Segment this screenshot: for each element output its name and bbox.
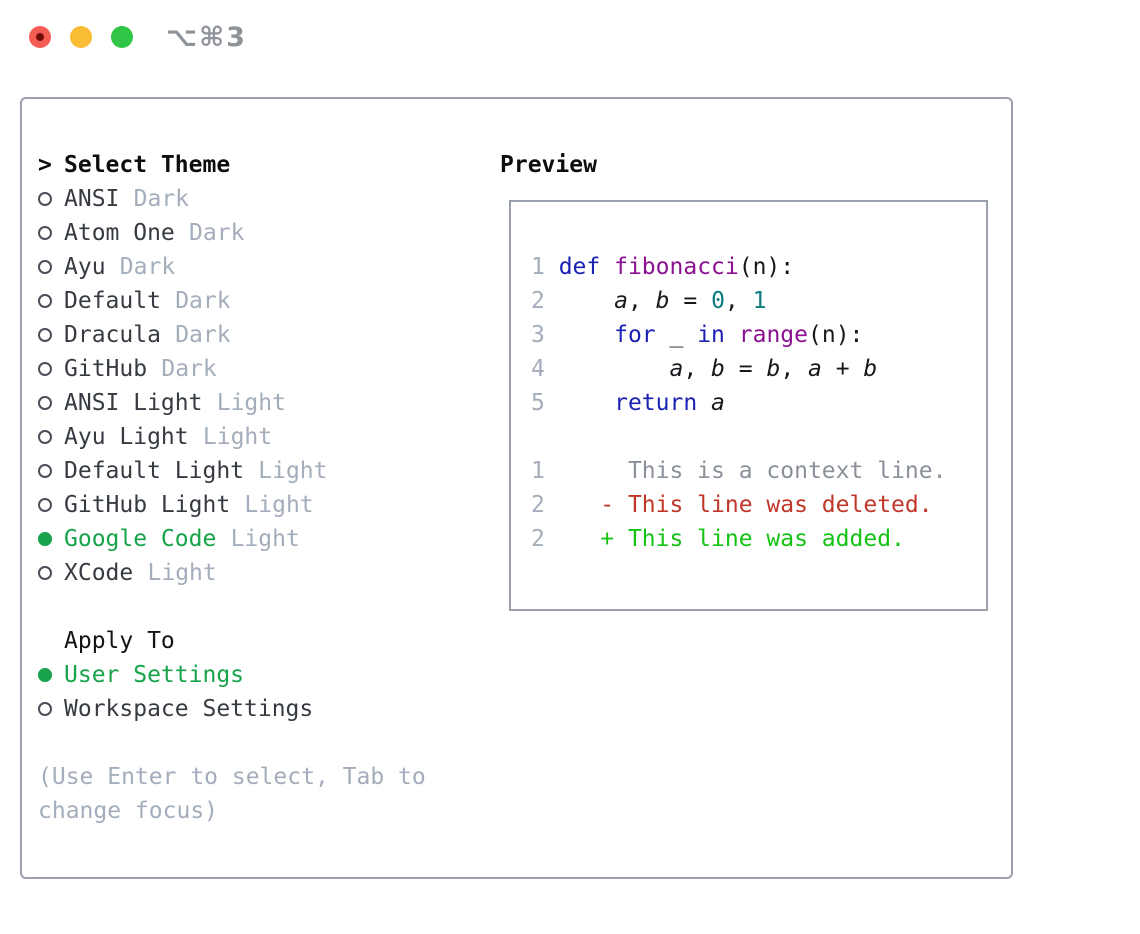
code-diff-gap: [531, 420, 986, 454]
theme-option-label: Ayu: [64, 254, 106, 280]
apply-to-option[interactable]: User Settings: [38, 658, 478, 692]
line-number: 1: [531, 458, 559, 484]
radio-icon[interactable]: [38, 702, 64, 716]
help-text: (Use Enter to select, Tab to change focu…: [38, 764, 426, 824]
minimize-button[interactable]: [70, 26, 92, 48]
theme-variant-label: Light: [202, 424, 273, 450]
close-button[interactable]: [29, 26, 51, 48]
apply-to-option-label: Workspace Settings: [64, 696, 314, 722]
theme-option-label: Dracula: [64, 322, 161, 348]
apply-to-option[interactable]: Workspace Settings: [38, 692, 478, 726]
theme-option[interactable]: Default Dark: [38, 284, 478, 318]
theme-option[interactable]: Ayu Light Light: [38, 420, 478, 454]
window-shortcut-label: ⌥⌘3: [166, 22, 247, 53]
line-number: 2: [531, 288, 559, 314]
theme-option-label: ANSI Light: [64, 390, 203, 416]
line-number: 5: [531, 390, 559, 416]
theme-option-label: Default Light: [64, 458, 245, 484]
preview-box: 1 def fibonacci(n): 2 a, b = 0, 1 3 for _ …: [509, 200, 988, 611]
diff-line: 1 This is a context line.: [531, 458, 947, 484]
code-line: 5 return a: [531, 390, 725, 416]
theme-option[interactable]: GitHub Light Light: [38, 488, 478, 522]
preview-title: Preview: [500, 152, 597, 178]
diff-line: 2 - This line was deleted.: [531, 492, 933, 518]
theme-option-label: Default: [64, 288, 161, 314]
focus-marker: >: [38, 152, 52, 178]
theme-option-label: XCode: [64, 560, 134, 586]
radio-icon[interactable]: [38, 362, 64, 376]
radio-icon[interactable]: [38, 226, 64, 240]
line-number: 3: [531, 322, 559, 348]
code-line: 1 def fibonacci(n):: [531, 254, 795, 280]
select-theme-title: Select Theme: [64, 152, 231, 178]
code-preview: 1 def fibonacci(n): 2 a, b = 0, 1 3 for _ …: [511, 202, 986, 556]
theme-option[interactable]: Atom One Dark: [38, 216, 478, 250]
theme-variant-label: Dark: [119, 254, 176, 280]
line-number: 2: [531, 526, 559, 552]
theme-option[interactable]: Default Light Light: [38, 454, 478, 488]
radio-icon[interactable]: [38, 430, 64, 444]
section-gap: [38, 726, 478, 760]
theme-option[interactable]: GitHub Dark: [38, 352, 478, 386]
theme-option[interactable]: XCode Light: [38, 556, 478, 590]
theme-variant-label: Light: [244, 492, 314, 518]
radio-icon[interactable]: [38, 396, 64, 410]
line-number: 1: [531, 254, 559, 280]
radio-selected-icon[interactable]: [38, 532, 64, 546]
titlebar: ⌥⌘3: [0, 0, 1140, 74]
code-line: 2 a, b = 0, 1: [531, 288, 767, 314]
section-gap: [38, 590, 478, 624]
theme-variant-label: Light: [216, 390, 286, 416]
theme-option[interactable]: Google Code Light: [38, 522, 478, 556]
radio-icon[interactable]: [38, 260, 64, 274]
theme-option-label: GitHub: [64, 356, 148, 382]
theme-option[interactable]: ANSI Dark: [38, 182, 478, 216]
theme-option-label: Google Code: [64, 526, 217, 552]
radio-icon[interactable]: [38, 498, 64, 512]
code-line: 4 a, b = b, a + b: [531, 356, 878, 382]
apply-to-header: Apply To: [38, 624, 478, 658]
traffic-lights: [29, 26, 133, 48]
theme-variant-label: Dark: [175, 322, 231, 348]
theme-option-label: Ayu Light: [64, 424, 189, 450]
radio-icon[interactable]: [38, 294, 64, 308]
select-theme-header: > Select Theme: [38, 148, 478, 182]
code-sample: 1 def fibonacci(n): 2 a, b = 0, 1 3 for _ …: [531, 250, 986, 420]
theme-option[interactable]: Ayu Dark: [38, 250, 478, 284]
theme-variant-label: Light: [258, 458, 328, 484]
theme-variant-label: Dark: [133, 186, 190, 212]
diff-sample: 1 This is a context line. 2 - This line w…: [531, 454, 986, 556]
code-line: 3 for _ in range(n):: [531, 322, 864, 348]
line-number: 2: [531, 492, 559, 518]
theme-variant-label: Light: [230, 526, 300, 552]
radio-selected-icon[interactable]: [38, 668, 64, 682]
theme-option-label: GitHub Light: [64, 492, 231, 518]
radio-icon[interactable]: [38, 464, 64, 478]
radio-icon[interactable]: [38, 192, 64, 206]
line-number: 4: [531, 356, 559, 382]
theme-option-label: Atom One: [64, 220, 175, 246]
zoom-button[interactable]: [111, 26, 133, 48]
theme-option[interactable]: ANSI Light Light: [38, 386, 478, 420]
theme-variant-label: Dark: [189, 220, 245, 246]
theme-option-label: ANSI: [64, 186, 120, 212]
theme-variant-label: Dark: [161, 356, 217, 382]
apply-to-option-label: User Settings: [64, 662, 245, 688]
theme-option[interactable]: Dracula Dark: [38, 318, 478, 352]
radio-icon[interactable]: [38, 328, 64, 342]
diff-line: 2 + This line was added.: [531, 526, 905, 552]
theme-variant-label: Light: [147, 560, 217, 586]
radio-icon[interactable]: [38, 566, 64, 580]
theme-variant-label: Dark: [175, 288, 231, 314]
apply-to-title: Apply To: [64, 628, 175, 654]
